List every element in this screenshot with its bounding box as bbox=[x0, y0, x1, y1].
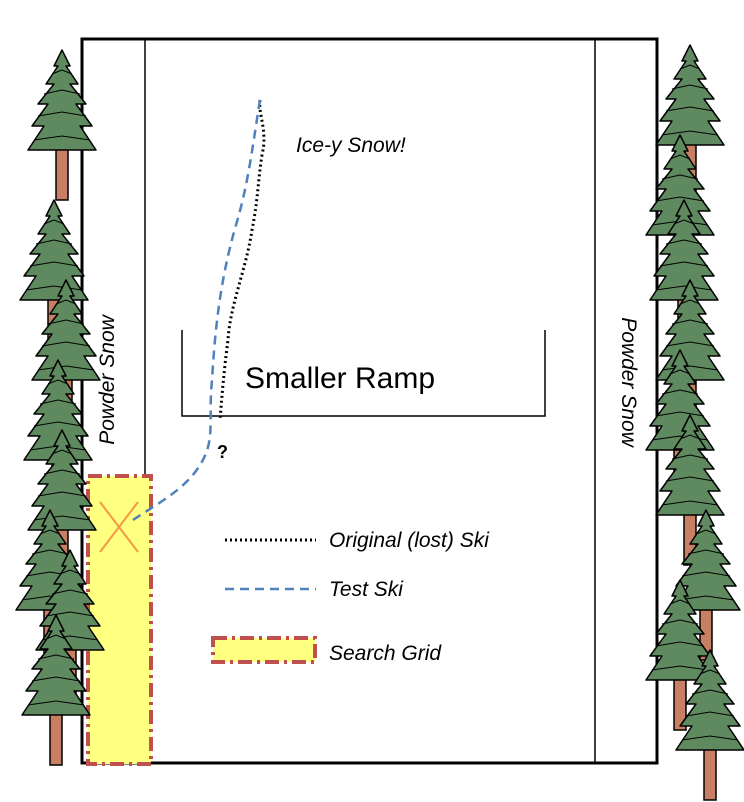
legend-test-label: Test Ski bbox=[329, 578, 404, 601]
right-tree-line bbox=[645, 44, 744, 801]
legend-grid-label: Search Grid bbox=[329, 642, 442, 665]
ramp-label: Smaller Ramp bbox=[245, 362, 435, 395]
test-ski-path bbox=[129, 99, 262, 524]
powder-snow-left-label: Powder Snow bbox=[96, 313, 119, 444]
ice-snow-label: Ice-y Snow! bbox=[296, 134, 406, 157]
original-ski-path bbox=[218, 99, 266, 421]
legend-original-label: Original (lost) Ski bbox=[329, 529, 490, 552]
question-mark: ? bbox=[217, 442, 228, 462]
smaller-ramp bbox=[181, 330, 546, 417]
search-grid bbox=[86, 474, 153, 766]
slope-border bbox=[80, 37, 659, 765]
lost-ski-marker-x bbox=[99, 501, 139, 553]
legend-grid-swatch bbox=[211, 636, 317, 664]
powder-snow-right-label: Powder Snow bbox=[617, 317, 640, 448]
